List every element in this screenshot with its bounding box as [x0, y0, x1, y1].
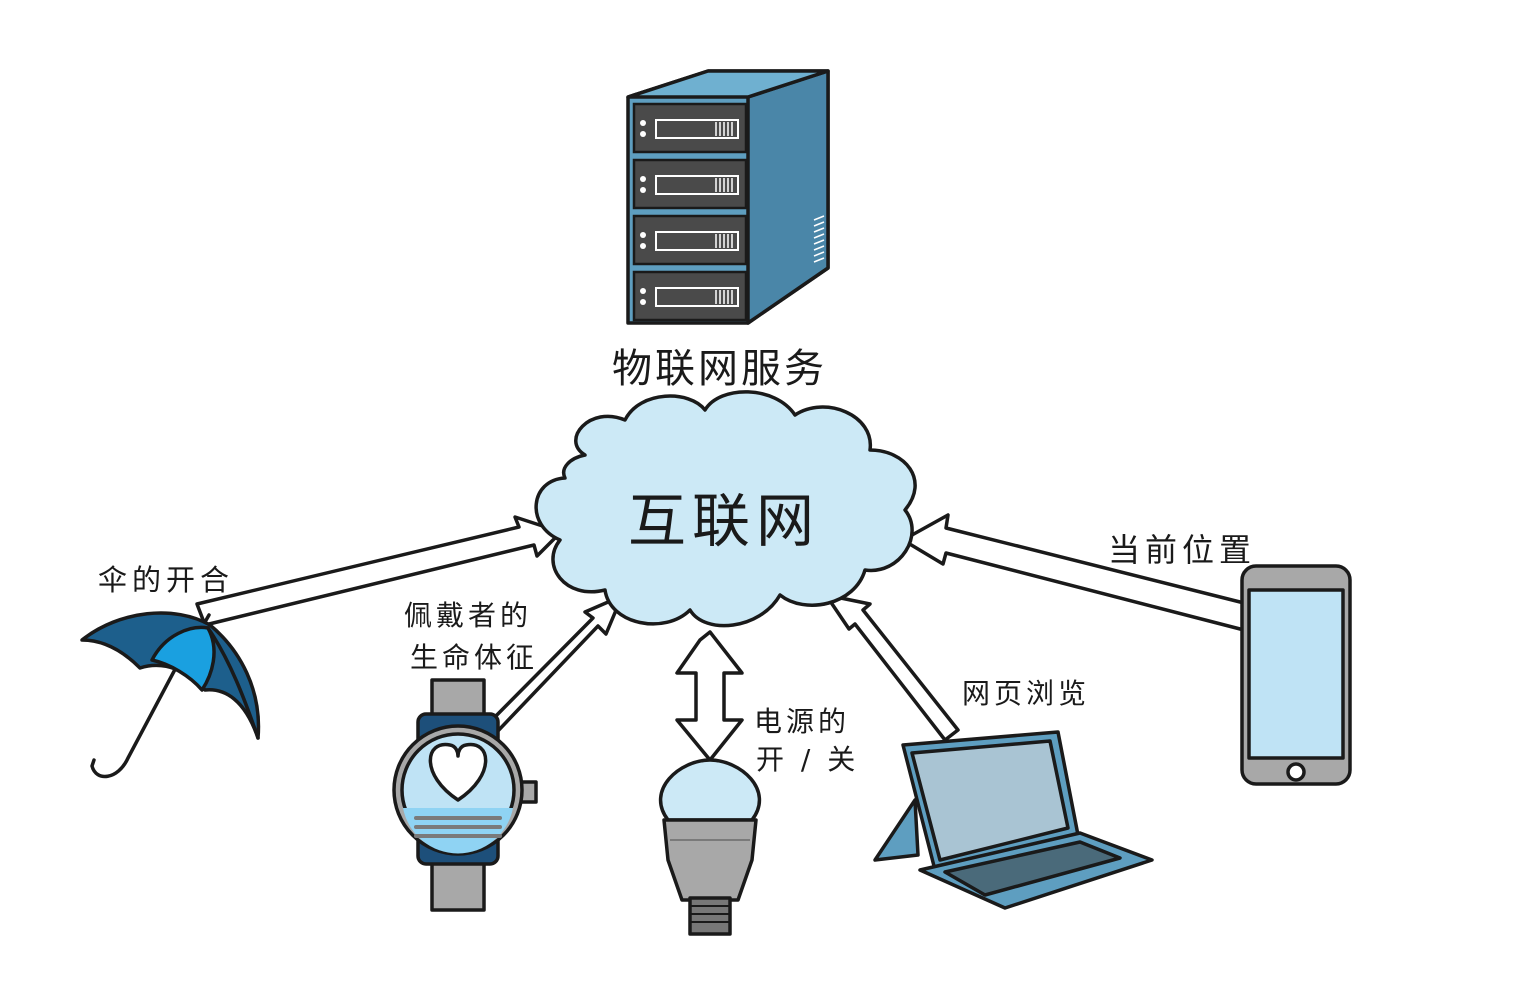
internet-cloud — [534, 390, 917, 628]
phone-label: 当前位置 — [1108, 531, 1257, 569]
bulb-label-line1: 电源的 — [754, 705, 851, 738]
bulb-label-line2: 开 / 关 — [756, 743, 860, 776]
watch-label-line2: 生命体征 — [410, 641, 539, 674]
internet-label: 互联网 — [628, 487, 821, 555]
arrow-phone — [901, 513, 1250, 632]
umbrella-icon — [80, 611, 261, 779]
watch-icon — [392, 678, 538, 912]
iot-service-label: 物联网服务 — [612, 346, 827, 392]
watch-label-line1: 佩戴者的 — [404, 599, 533, 632]
arrow-watch — [482, 594, 624, 737]
phone-icon — [1240, 564, 1352, 786]
laptop-icon — [873, 730, 1154, 910]
arrow-bulb — [675, 630, 744, 762]
umbrella-label: 伞的开合 — [98, 563, 235, 597]
bulb-icon — [659, 758, 761, 936]
server-icon — [626, 69, 830, 325]
arrow-umbrella — [195, 515, 563, 627]
arrow-laptop — [824, 593, 960, 742]
laptop-label: 网页浏览 — [962, 677, 1091, 710]
